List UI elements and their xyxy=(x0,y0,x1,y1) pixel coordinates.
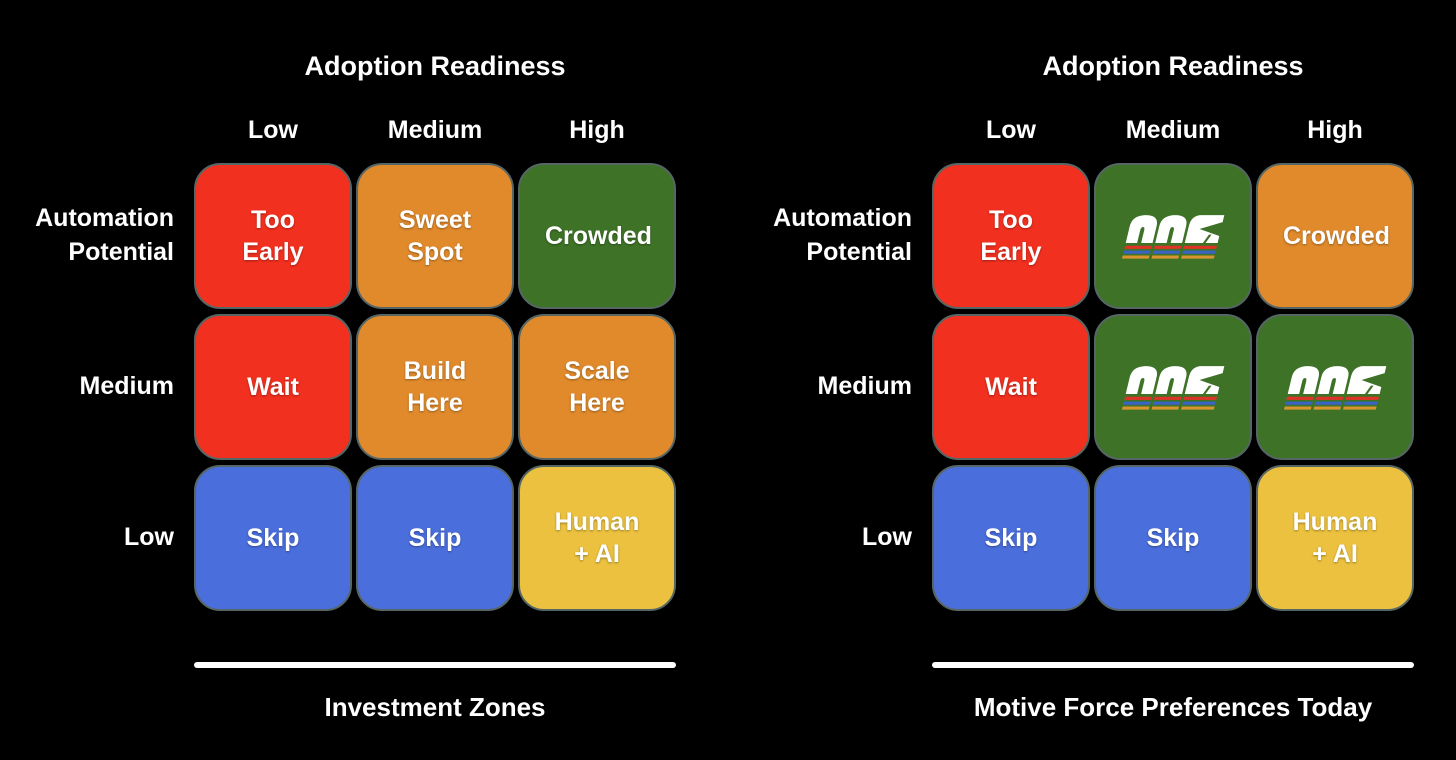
matrix-grid: Low Medium High Automation Potential Too… xyxy=(10,102,700,611)
motive-force-matrix: Adoption Readiness Low Medium High Autom… xyxy=(748,0,1438,723)
cell-label: Too Early xyxy=(242,206,304,266)
mg-logo-icon xyxy=(1283,366,1387,410)
matrix-cell-skip-2: Skip xyxy=(1094,465,1252,611)
cell-label: Skip xyxy=(408,524,462,552)
matrix-cell-human-ai: Human + AI xyxy=(518,465,676,611)
matrix-cell-wait: Wait xyxy=(194,314,352,460)
mg-logo-icon xyxy=(1121,215,1225,259)
investment-zones-matrix: Adoption Readiness Low Medium High Autom… xyxy=(10,0,700,723)
cell-label: Human + AI xyxy=(554,508,640,568)
matrix-cell-too-early: Too Early xyxy=(932,163,1090,309)
cell-label: Skip xyxy=(1146,524,1200,552)
matrix-cell-mg xyxy=(1094,163,1252,309)
matrix-cell-crowded: Crowded xyxy=(1256,163,1414,309)
matrix-title: Adoption Readiness xyxy=(304,51,566,81)
column-header-high: High xyxy=(1307,115,1363,144)
cell-label: Human + AI xyxy=(1292,508,1378,568)
column-header-low: Low xyxy=(986,115,1036,144)
column-header-high: High xyxy=(569,115,625,144)
matrix-cell-mg xyxy=(1256,314,1414,460)
mg-logo-icon xyxy=(1121,366,1225,410)
matrix-cell-mg xyxy=(1094,314,1252,460)
row-label-low: Low xyxy=(862,523,912,552)
cell-label: Wait xyxy=(247,373,299,401)
cell-label: Crowded xyxy=(545,222,652,250)
matrix-cell-crowded: Crowded xyxy=(518,163,676,309)
cell-label: Wait xyxy=(985,373,1037,401)
row-label-automation-potential: Automation Potential xyxy=(773,204,912,266)
cell-label: Build Here xyxy=(403,357,467,417)
cell-label: Crowded xyxy=(1283,222,1390,250)
cell-label: Skip xyxy=(246,524,300,552)
matrix-caption: Motive Force Preferences Today xyxy=(973,692,1373,722)
cell-label: Skip xyxy=(984,524,1038,552)
matrix-grid: Low Medium High Automation Potential Too… xyxy=(748,102,1438,611)
matrix-cell-too-early: Too Early xyxy=(194,163,352,309)
matrix-title: Adoption Readiness xyxy=(1042,51,1304,81)
cell-label: Sweet Spot xyxy=(398,206,472,266)
matrix-cell-wait: Wait xyxy=(932,314,1090,460)
row-label-low: Low xyxy=(124,523,174,552)
grid-corner-spacer xyxy=(748,102,928,158)
cell-label: Too Early xyxy=(980,206,1042,266)
matrix-cell-sweet-spot: Sweet Spot xyxy=(356,163,514,309)
cell-label: Scale Here xyxy=(564,357,630,417)
column-header-medium: Medium xyxy=(1125,115,1221,144)
matrix-cell-skip-2: Skip xyxy=(356,465,514,611)
column-header-low: Low xyxy=(248,115,298,144)
separator-line xyxy=(932,662,1414,668)
separator-line xyxy=(194,662,676,668)
row-label-automation-potential: Automation Potential xyxy=(35,204,174,266)
grid-corner-spacer xyxy=(10,102,190,158)
column-header-medium: Medium xyxy=(387,115,483,144)
matrix-caption: Investment Zones xyxy=(324,692,546,722)
matrix-cell-skip-1: Skip xyxy=(194,465,352,611)
row-label-medium: Medium xyxy=(817,372,912,401)
matrix-cell-scale-here: Scale Here xyxy=(518,314,676,460)
matrix-cell-skip-1: Skip xyxy=(932,465,1090,611)
matrix-cell-build-here: Build Here xyxy=(356,314,514,460)
row-label-medium: Medium xyxy=(79,372,174,401)
matrix-cell-human-ai: Human + AI xyxy=(1256,465,1414,611)
